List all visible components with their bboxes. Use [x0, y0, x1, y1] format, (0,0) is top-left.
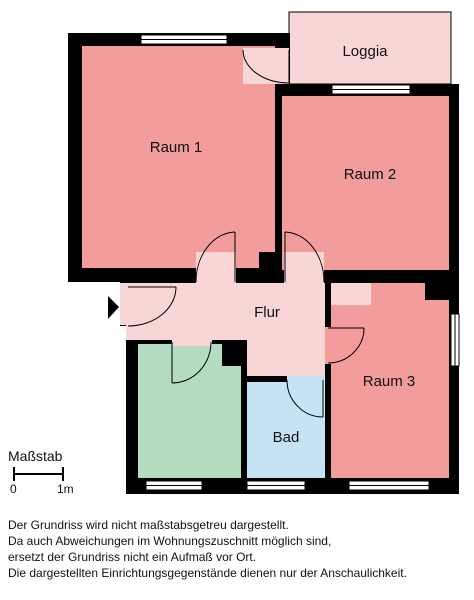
- door-raum3: [327, 327, 365, 364]
- room-raum-3-top: [371, 283, 425, 303]
- door-raum1: [195, 231, 236, 283]
- scale-title: Maßstab: [8, 448, 63, 464]
- room-flur-lower: [247, 340, 325, 377]
- label-raum-3: Raum 3: [363, 373, 416, 390]
- label-bad: Bad: [273, 429, 300, 446]
- door-raum2: [284, 231, 325, 283]
- doors: [120, 48, 365, 418]
- label-raum-1: Raum 1: [150, 139, 203, 156]
- scale-start-label: 0: [10, 482, 17, 496]
- door-loggia: [242, 49, 290, 84]
- wall-stub-hall: [259, 252, 281, 282]
- room-raum-2: [282, 96, 449, 270]
- wall-stub-kitchen: [222, 344, 244, 366]
- wall-bath-raum3: [325, 283, 331, 478]
- disclaimer-line: Der Grundriss wird nicht maßstabsgetreu …: [8, 518, 289, 532]
- room-flur: [126, 283, 325, 340]
- door-kitchen: [171, 341, 212, 384]
- label-flur: Flur: [254, 304, 280, 321]
- door-bad: [286, 379, 324, 418]
- floor-plan: Loggia Raum 1 Raum 2 Flur Raum 3 Bad Maß…: [8, 11, 460, 496]
- disclaimer-line: ersetzt der Grundriss nicht ein Aufmaß v…: [8, 550, 257, 564]
- entrance-arrow-icon: [108, 296, 119, 319]
- label-loggia: Loggia: [342, 43, 388, 60]
- room-raum-3: [331, 300, 449, 478]
- door-entry: [127, 286, 177, 327]
- scale-bar: Maßstab 0 1m: [8, 448, 74, 496]
- room-raum-1: [82, 46, 275, 268]
- room-raum-3-notch: [331, 283, 371, 305]
- wall-bath-top: [247, 376, 325, 382]
- wall-kitchen-bath: [241, 377, 247, 478]
- scale-end-label: 1m: [57, 482, 74, 496]
- room-bad: [247, 382, 325, 478]
- room-loggia: [288, 11, 452, 85]
- room-kitchen: [138, 344, 241, 478]
- label-raum-2: Raum 2: [344, 166, 397, 183]
- disclaimer-line: Da auch Abweichungen im Wohnungszuschnit…: [8, 534, 332, 548]
- disclaimer-text: Der Grundriss wird nicht maßstabsgetreu …: [8, 517, 470, 581]
- disclaimer-line: Die dargestellten Einrichtungsgegenständ…: [8, 566, 407, 580]
